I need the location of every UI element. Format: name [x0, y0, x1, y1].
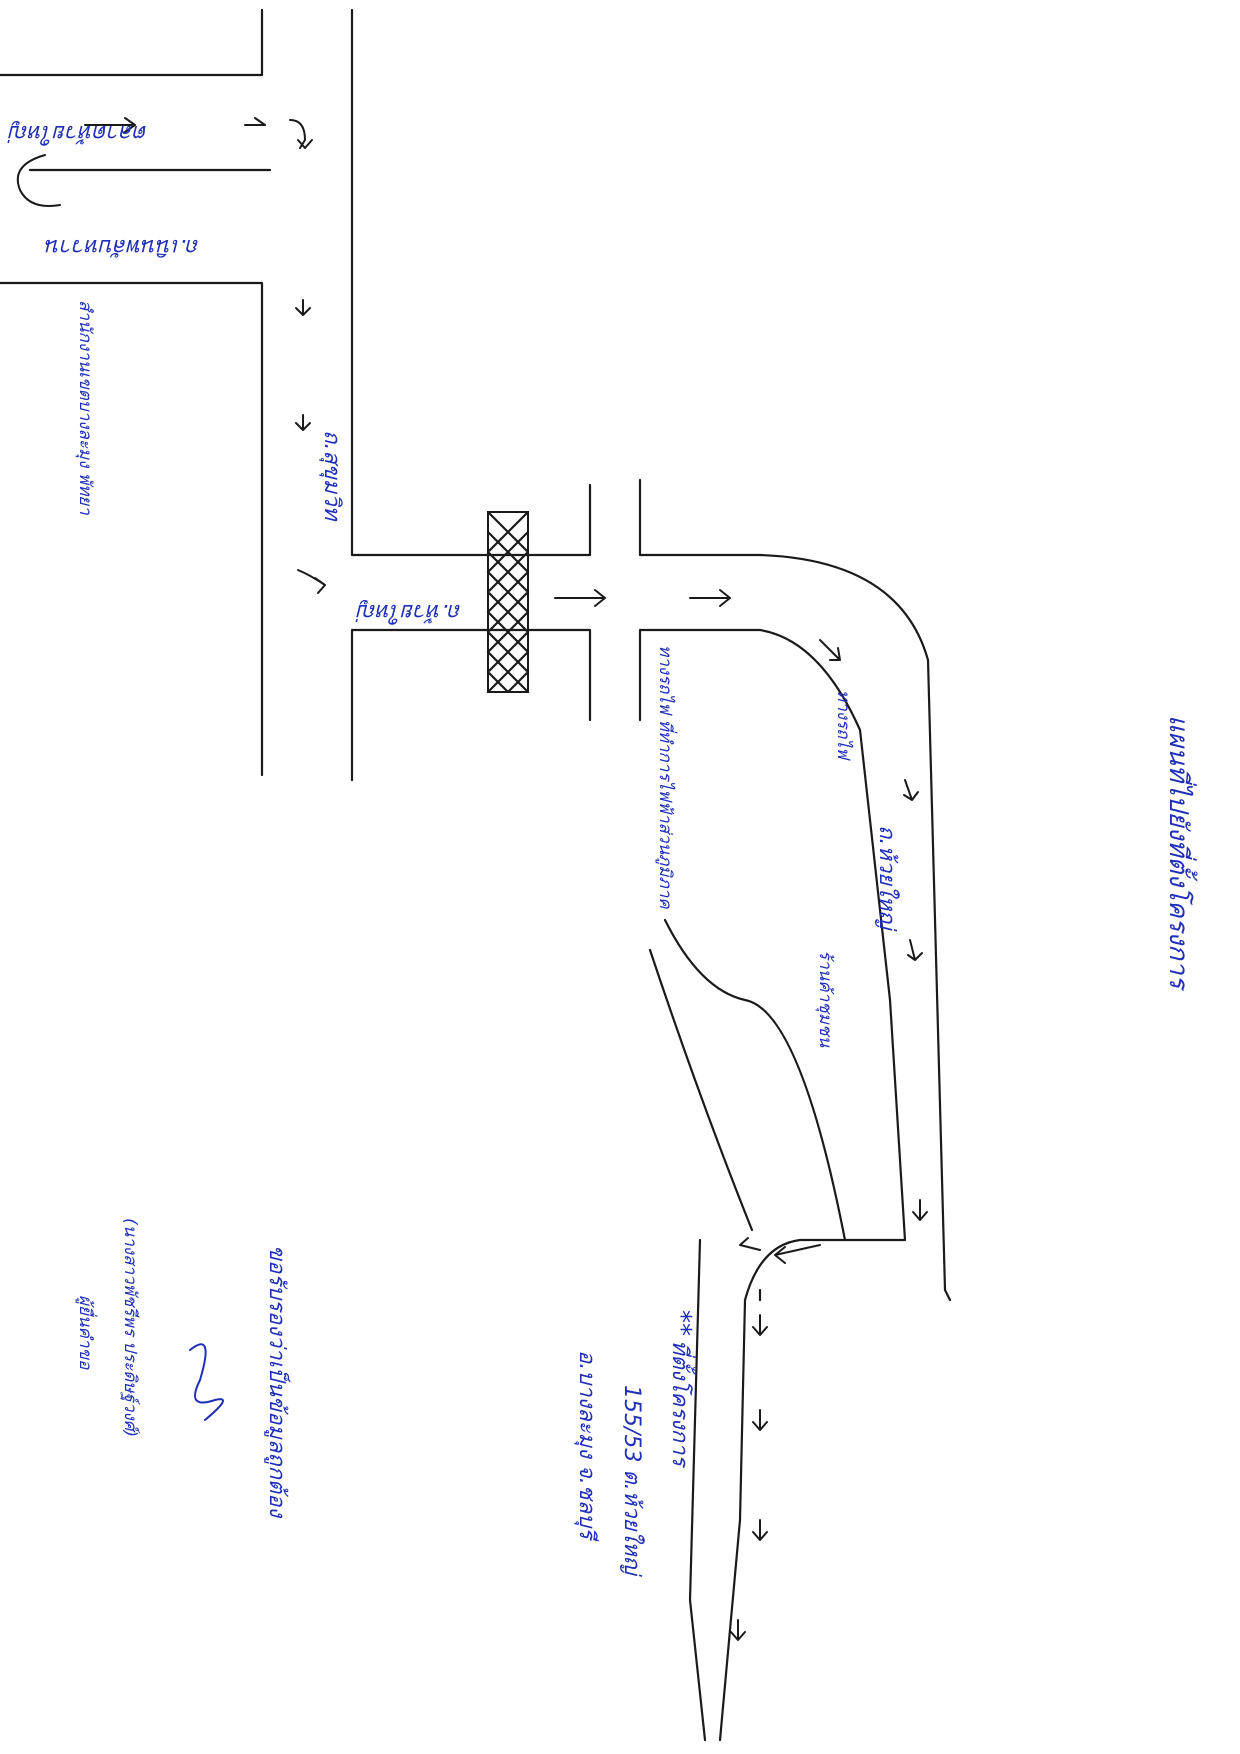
railway-label: ทางรถไฟ	[833, 690, 854, 761]
destination-info: ** ที่ตั้งโครงการ 155/53 ต.ห้วยใหญ่ อ.บา…	[574, 1310, 697, 1577]
destination-marker: **	[666, 1310, 696, 1336]
road-label-sukhumvit: ถ.สุขุมวิท	[319, 430, 344, 522]
electricity-office-label: ทางรถไฟ ที่ทำการไฟฟ้าส่วนภูมิภาค	[655, 645, 678, 909]
certifier-name: (นางสาวพัชรีพร ประดิษฐ์วงศ์)	[120, 1218, 140, 1437]
upper-road-network	[0, 8, 947, 1292]
right-curved-road	[648, 918, 952, 1742]
district-office-label: สำนักงานเขตบางละมุง พัทยา	[75, 300, 95, 515]
destination-address-1: 155/53 ต.ห้วยใหญ่	[619, 1385, 645, 1577]
certification-block: ขอรับรองว่าเป็นข้อมูลถูกต้อง (นางสาวพัชร…	[75, 1218, 291, 1519]
road-label-huai-yai: ถ.ห้วยใหญ่	[355, 599, 462, 625]
market-label: ตลาดห้วยใหญ่	[7, 120, 148, 146]
road-label-noen-phlap-wan: ถ.เนินพลับหวาน	[45, 234, 200, 259]
railway-crossing	[486, 510, 530, 694]
certification-statement: ขอรับรองว่าเป็นข้อมูลถูกต้อง	[264, 1245, 291, 1519]
signature-mark	[189, 1343, 224, 1421]
certifier-role: ผู้ยื่นคำขอ	[75, 1295, 98, 1370]
map-labels: ตลาดห้วยใหญ่ ถ.เนินพลับหวาน สำนักงานเขตบ…	[7, 120, 1198, 1047]
road-label-huai-yai-2: ถ.ห้วยใหญ่	[874, 825, 900, 932]
shop-label: ร้านค้าชุมชน	[815, 950, 835, 1047]
map-title: แผนที่ไปยังที่ตั้งโครงการ	[1163, 715, 1198, 991]
route-arrows	[84, 117, 928, 1641]
destination-label: ที่ตั้งโครงการ	[667, 1340, 697, 1469]
destination-address-2: อ.บางละมุง จ.ชลบุรี	[574, 1350, 599, 1542]
